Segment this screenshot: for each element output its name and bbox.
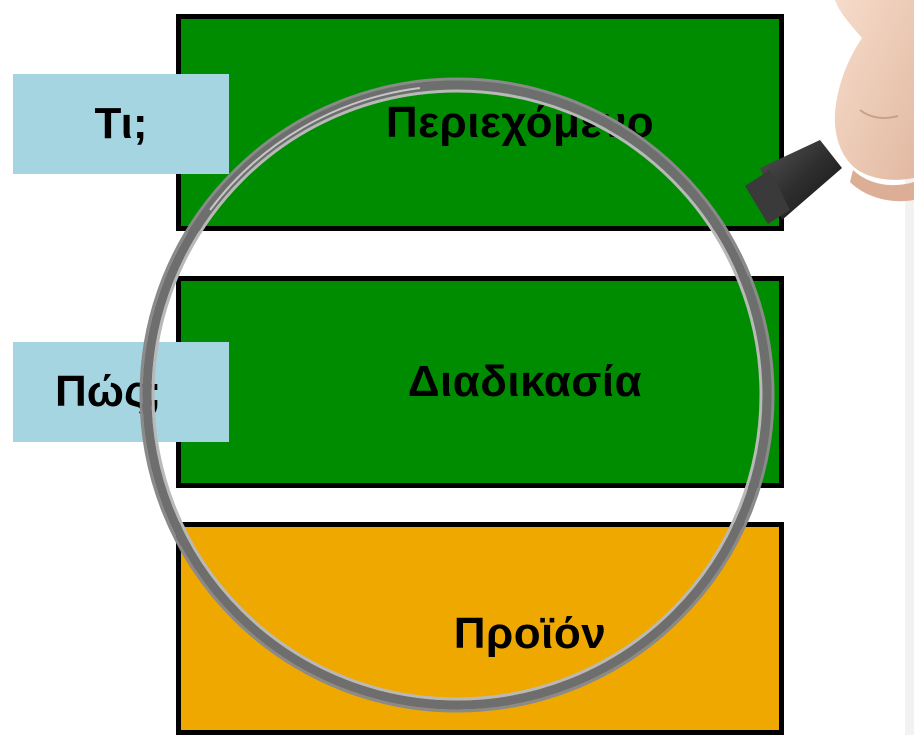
what-question-tag: Τι;: [13, 74, 229, 174]
content-box: Περιεχόμενο: [176, 14, 784, 231]
content-box-label: Περιεχόμενο: [385, 97, 655, 147]
how-question-tag: Πώς;: [13, 342, 229, 442]
product-box: Προϊόν: [176, 522, 784, 735]
hand-icon: [834, 0, 914, 202]
how-question-label: Πώς;: [55, 367, 162, 416]
process-box-label: Διαδικασία: [407, 357, 643, 406]
right-edge-strip: [905, 0, 914, 735]
what-question-label: Τι;: [94, 99, 148, 148]
product-box-label: Προϊόν: [453, 608, 607, 658]
process-box: Διαδικασία: [176, 276, 784, 488]
